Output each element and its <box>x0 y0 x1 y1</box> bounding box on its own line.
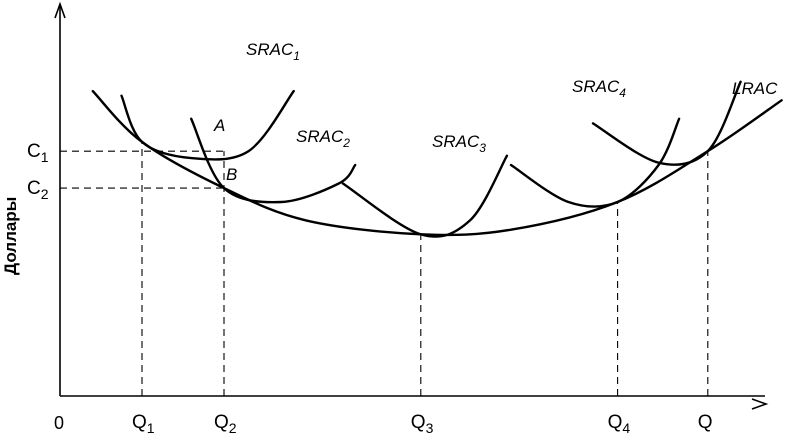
srac-label-2: SRAC2 <box>296 127 350 150</box>
y-axis-arrow <box>54 1 66 19</box>
y-tick-label-1: C1 <box>27 141 49 165</box>
x-tick-label-3: Q3 <box>411 412 434 436</box>
origin-label: 0 <box>54 413 64 433</box>
lrac-curve <box>91 89 783 237</box>
curves <box>91 80 783 238</box>
lrac-label: LRAC <box>732 79 778 98</box>
srac-label-4: SRAC4 <box>572 77 626 100</box>
x-tick-label-4: Q4 <box>608 412 631 436</box>
x-axis-arrow <box>751 398 769 410</box>
srac-curve-1 <box>120 89 295 161</box>
srac-curve-2 <box>190 117 357 204</box>
y-axis-label: Доллары <box>1 197 20 275</box>
srac-curve-4 <box>509 117 681 208</box>
srac-curve-5 <box>591 80 742 166</box>
srac-curve-3 <box>341 154 509 238</box>
srac-label-1: SRAC1 <box>246 40 300 63</box>
dashed-guides <box>60 141 709 396</box>
point-label-a: A <box>213 116 225 135</box>
point-label-b: B <box>226 165 237 184</box>
x-tick-label-5: Q <box>698 412 713 433</box>
y-tick-label-2: C2 <box>27 178 49 202</box>
srac-label-3: SRAC3 <box>432 132 486 155</box>
x-tick-label-1: Q1 <box>132 412 155 436</box>
x-tick-label-2: Q2 <box>214 412 237 436</box>
axes <box>54 1 769 410</box>
